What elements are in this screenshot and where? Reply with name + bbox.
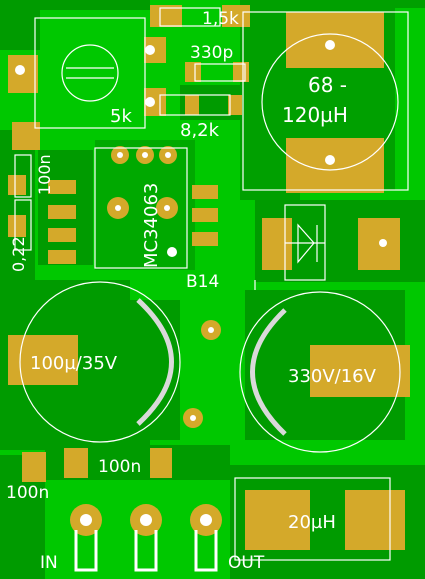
label-c-100n-left: 100n bbox=[35, 154, 54, 195]
label-pin-out: OUT bbox=[228, 553, 265, 573]
ic-outline bbox=[94, 147, 188, 269]
label-cap-out: 330V/16V bbox=[288, 366, 377, 387]
label-inductor-68-top: 68 - bbox=[308, 73, 347, 97]
smd-pads bbox=[8, 5, 410, 550]
label-diode-b14: B14 bbox=[186, 272, 219, 292]
pot-outline bbox=[34, 17, 146, 129]
pot-knob bbox=[61, 44, 119, 102]
label-c-330p: 330p bbox=[190, 43, 233, 63]
cap-in-outline bbox=[19, 281, 181, 443]
label-r-8k2: 8,2k bbox=[180, 120, 220, 141]
inductor-68-outline bbox=[242, 11, 409, 191]
label-pot-5k: 5k bbox=[110, 106, 132, 127]
label-cap-in: 100µ/35V bbox=[30, 353, 118, 374]
label-c-100n-bottom: 100n bbox=[98, 457, 141, 477]
label-inductor-20: 20µH bbox=[288, 512, 336, 533]
label-pin-in: IN bbox=[40, 553, 58, 573]
cap-out-outline bbox=[239, 291, 401, 453]
label-c-0-22: 0,22 bbox=[9, 236, 28, 272]
label-ic-mc34063: MC34063 bbox=[141, 183, 162, 268]
label-c-100n-bottom-left: 100n bbox=[6, 483, 49, 503]
pin1-marker bbox=[167, 247, 177, 257]
label-r-1k5: 1,5k bbox=[202, 9, 239, 29]
through-hole-pads bbox=[15, 40, 387, 536]
silkscreen bbox=[14, 7, 409, 572]
label-inductor-68-bottom: 120µH bbox=[282, 103, 348, 127]
